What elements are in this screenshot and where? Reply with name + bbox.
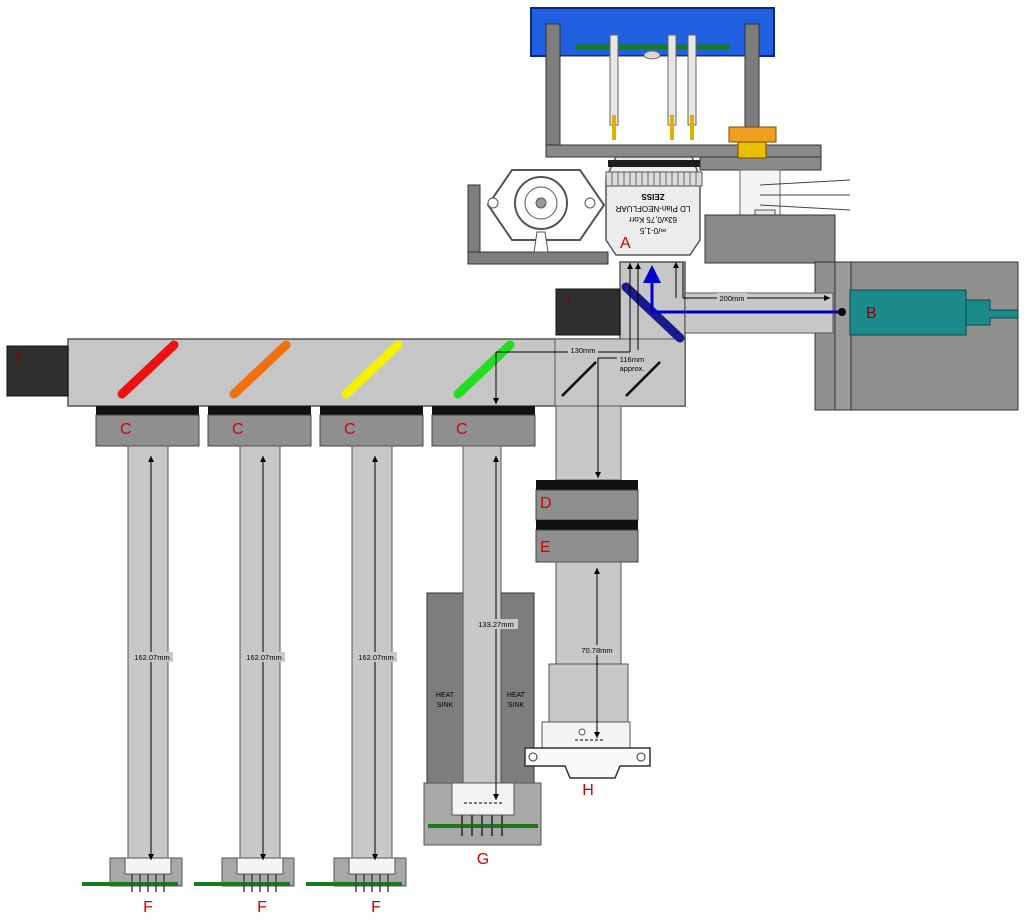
dim-led-2: 162.07mm — [246, 653, 281, 662]
label-h: H — [582, 782, 594, 799]
mirror-red — [117, 340, 179, 399]
focus-rods — [609, 34, 697, 140]
cable-clamp — [739, 169, 851, 223]
dim-filter-approx: approx. — [619, 364, 644, 373]
microscope-frame — [530, 7, 851, 223]
led-blocks: C C C C — [95, 406, 536, 447]
label-b: B — [866, 305, 877, 322]
objective-spec-1: LD Plan-NEOFLUAR — [615, 204, 690, 213]
heatsink-right-2: SINK — [508, 702, 525, 709]
camera-b: B — [814, 261, 1019, 411]
beamsplitter-2 — [625, 361, 661, 397]
led-block-4: C — [431, 406, 536, 447]
mirror-green — [453, 340, 515, 399]
photodiode-boards: F F F — [82, 857, 407, 916]
photodiode-1: F — [82, 857, 183, 916]
mirror-orange — [229, 340, 291, 399]
beamsplitter-1 — [561, 361, 597, 397]
sensor-board-h: H — [524, 721, 651, 799]
heatsink-left-2: SINK — [437, 702, 454, 709]
objective-spec-3: ∞/0-1,5 — [639, 226, 666, 235]
stage-bracket — [467, 184, 836, 265]
label-a: A — [620, 235, 631, 252]
led-block-1: C — [95, 406, 200, 447]
dim-splitter: 130mm — [570, 346, 595, 355]
label-c-4: C — [456, 421, 468, 438]
dimension-labels: 162.07mm 162.07mm 162.07mm 133.27mm 70.7… — [131, 293, 747, 662]
led-block-2: C — [207, 406, 312, 447]
heatsink-assembly: HEAT SINK HEAT SINK G — [423, 445, 542, 868]
heatsink-left-1: HEAT — [436, 692, 455, 699]
dim-led-3: 162.07mm — [358, 653, 393, 662]
blue-beam — [643, 265, 838, 314]
dim-heatsink: 133.27mm — [478, 620, 513, 629]
label-i-left: I — [16, 349, 20, 366]
stepper-motor-icon — [486, 169, 606, 253]
label-g: G — [477, 851, 489, 868]
label-f-2: F — [257, 899, 267, 916]
photodiode-2: F — [194, 857, 295, 916]
orange-mount — [728, 126, 777, 159]
label-e: E — [540, 539, 551, 556]
mirror-yellow — [341, 340, 403, 399]
objective-spec-2: 63x/0,75 Korr — [629, 215, 677, 224]
heatsink-right-1: HEAT — [507, 692, 526, 699]
led-block-3: C — [319, 406, 424, 447]
dim-camera: 200mm — [719, 294, 744, 303]
photodiode-3: F — [306, 857, 407, 916]
objective-lens: ∞/0-1,5 63x/0,75 Korr LD Plan-NEOFLUAR Z… — [605, 156, 703, 256]
label-i-top: I — [567, 293, 571, 310]
filter-column: D E — [535, 405, 639, 725]
label-c-3: C — [344, 421, 356, 438]
dim-led-1: 162.07mm — [134, 653, 169, 662]
label-d: D — [540, 495, 552, 512]
objective-brand: ZEISS — [641, 192, 665, 201]
label-c-1: C — [120, 421, 132, 438]
label-f-3: F — [371, 899, 381, 916]
label-c-2: C — [232, 421, 244, 438]
label-f-1: F — [143, 899, 153, 916]
dim-sensor: 70.78mm — [581, 646, 612, 655]
dim-filter: 116mm — [620, 355, 644, 364]
